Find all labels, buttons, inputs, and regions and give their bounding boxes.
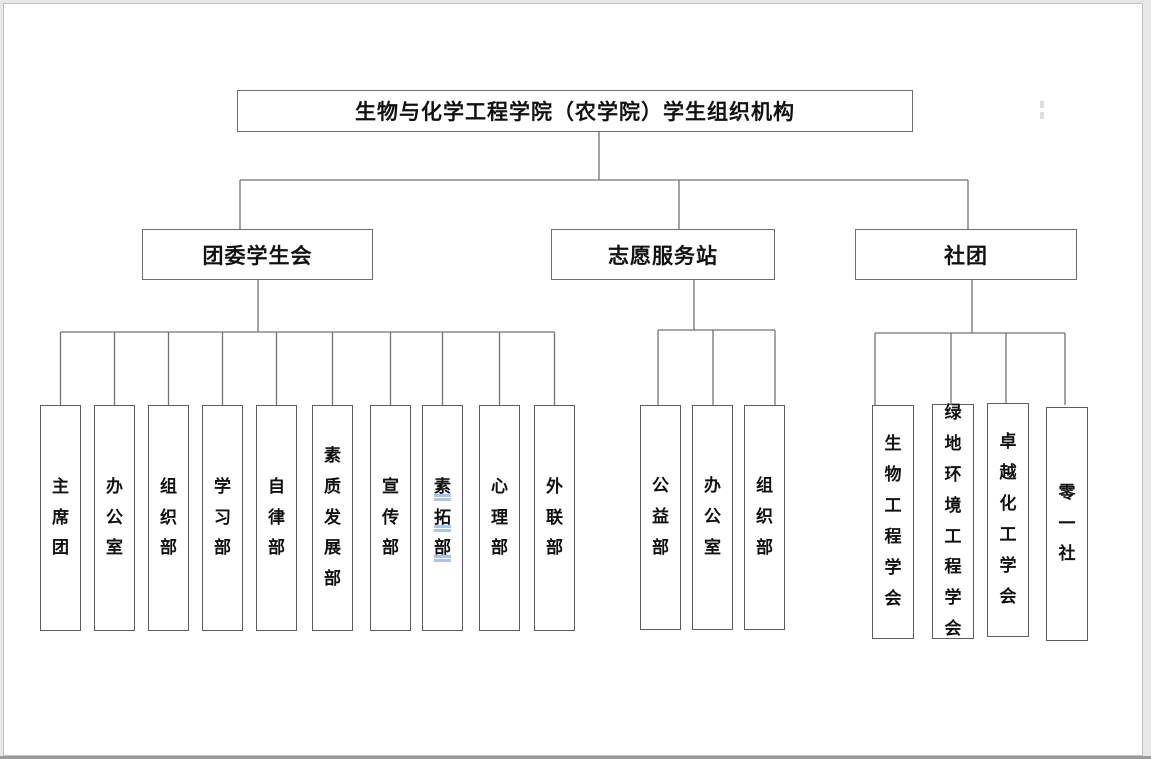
dept-box: 办公室 — [94, 405, 135, 631]
dept-box: 公益部 — [640, 405, 681, 630]
group-box-youth-league-student-union: 团委学生会 — [142, 229, 373, 280]
club-label: 卓越化工学会 — [999, 432, 1017, 606]
dept-box: 素质发展部 — [312, 405, 353, 631]
dept-label: 组织部 — [160, 476, 177, 558]
club-box: 生物工程学会 — [872, 405, 914, 639]
dept-box: 组织部 — [744, 405, 785, 630]
group-box-volunteer-service-station: 志愿服务站 — [551, 229, 775, 280]
root-org-label: 生物与化学工程学院（农学院）学生组织机构 — [355, 100, 795, 124]
club-box: 绿地环境工程学会 — [932, 403, 974, 639]
dept-box: 办公室 — [692, 405, 733, 630]
dept-label: 宣传部 — [382, 476, 399, 558]
dept-label: 自律部 — [268, 476, 285, 558]
dept-label: 外联部 — [546, 476, 563, 558]
group-box-clubs: 社团 — [855, 229, 1077, 280]
root-org-box: 生物与化学工程学院（农学院）学生组织机构 — [237, 90, 913, 132]
dept-box-spellchecked: 素拓部 — [422, 405, 463, 631]
faint-artifact-mark — [1040, 112, 1044, 119]
dept-box: 学习部 — [202, 405, 243, 631]
dept-label: 素拓部 — [434, 476, 451, 558]
dept-label: 素质发展部 — [324, 445, 341, 589]
dept-label: 公益部 — [652, 476, 669, 557]
dept-box: 宣传部 — [370, 405, 411, 631]
club-label: 绿地环境工程学会 — [944, 402, 962, 639]
group-label: 团委学生会 — [202, 243, 313, 268]
dept-box: 心理部 — [479, 405, 520, 631]
club-box: 卓越化工学会 — [987, 403, 1029, 637]
group-label: 社团 — [944, 243, 988, 268]
club-label: 零一社 — [1058, 482, 1076, 564]
dept-label: 主席团 — [52, 476, 69, 558]
dept-label: 办公室 — [106, 476, 123, 558]
dept-box: 主席团 — [40, 405, 81, 631]
club-box: 零一社 — [1046, 407, 1088, 641]
dept-box: 外联部 — [534, 405, 575, 631]
dept-label: 学习部 — [214, 476, 231, 558]
faint-artifact-mark — [1040, 101, 1044, 108]
dept-label: 心理部 — [491, 476, 508, 558]
dept-box: 组织部 — [148, 405, 189, 631]
dept-label: 组织部 — [756, 476, 773, 557]
page-bottom-edge — [0, 756, 1151, 759]
dept-label: 办公室 — [704, 476, 721, 557]
dept-box: 自律部 — [256, 405, 297, 631]
group-label: 志愿服务站 — [608, 243, 718, 268]
club-label: 生物工程学会 — [884, 434, 902, 608]
